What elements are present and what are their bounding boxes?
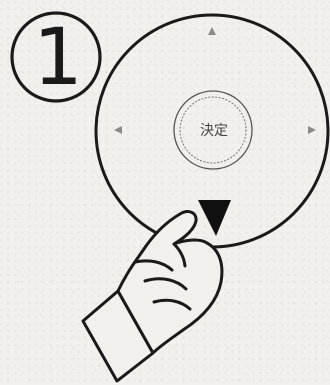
down-arrow-icon[interactable] [198,200,231,236]
left-arrow-icon[interactable] [114,126,122,134]
step-number: 1 [33,13,83,103]
center-button-label: 決定 [200,123,228,139]
right-arrow-icon[interactable] [308,126,316,134]
step-badge: 1 [12,13,100,103]
pointing-hand-icon [83,212,222,381]
up-arrow-icon[interactable] [208,27,216,35]
dpad: 決定 [96,15,328,247]
center-button[interactable]: 決定 [174,91,252,169]
